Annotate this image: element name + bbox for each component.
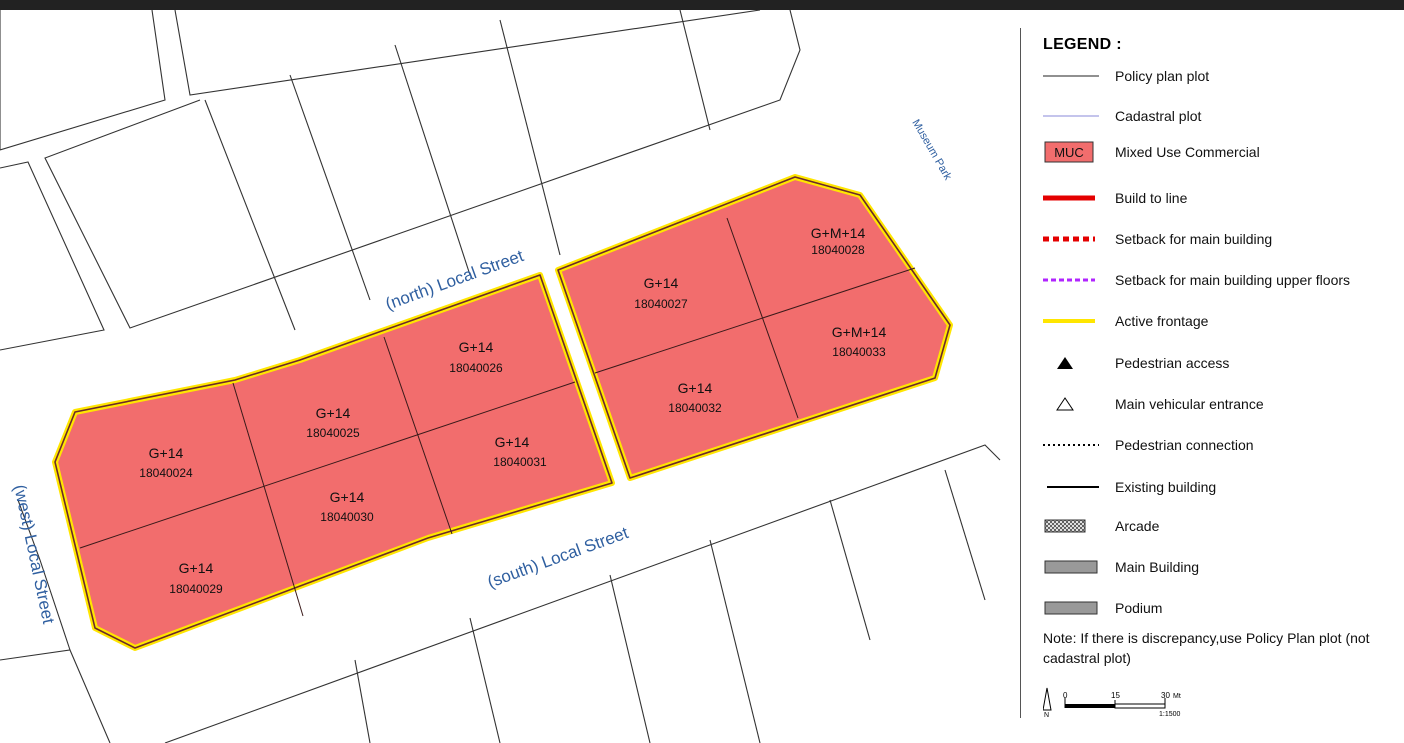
top-border — [0, 0, 1404, 10]
plot-labels: G+14 18040024 G+14 18040025 G+14 1804002… — [139, 225, 886, 596]
legend-item: Pedestrian connection — [1021, 433, 1404, 457]
legend-item-label: Mixed Use Commercial — [1115, 144, 1260, 160]
north-blocks — [0, 10, 801, 351]
yellow-line-icon — [1043, 319, 1095, 323]
scale-tick-label: 30 — [1161, 691, 1170, 700]
outline-triangle-icon — [1056, 397, 1074, 411]
plot-height-label: G+14 — [678, 380, 713, 396]
plot-height-label: G+M+14 — [832, 324, 887, 340]
legend-item-label: Arcade — [1115, 518, 1160, 534]
thin-blue-line-icon — [1043, 115, 1099, 117]
muc-swatch-icon — [1044, 141, 1094, 163]
plot-height-label: G+14 — [330, 489, 365, 505]
east-block-plots — [555, 174, 953, 481]
legend-item: Pedestrian access — [1021, 351, 1404, 375]
north-arrow-icon — [1043, 687, 1052, 711]
legend-item-label: Existing building — [1115, 479, 1217, 495]
legend-item: Build to line — [1021, 186, 1404, 210]
legend-item-label: Main Building — [1115, 559, 1200, 575]
plot-height-label: G+14 — [459, 339, 494, 355]
muc-code-label: MUC — [1054, 145, 1084, 160]
legend-item: Arcade — [1021, 514, 1404, 538]
legend-panel: LEGEND : Policy plan plot Cadastral plot… — [1020, 28, 1404, 718]
legend-item-label: Pedestrian access — [1115, 355, 1230, 371]
site-plan-map: G+14 18040024 G+14 18040025 G+14 1804002… — [0, 10, 1001, 743]
scale-ratio-label: 1:1500 — [1159, 711, 1181, 718]
legend-item-label: Main vehicular entrance — [1115, 396, 1264, 412]
south-blocks — [0, 444, 1001, 743]
plot-height-label: G+14 — [316, 405, 351, 421]
legend-item-label: Build to line — [1115, 190, 1188, 206]
west-street-label: (west) Local Street — [10, 483, 58, 626]
plot-id-label: 18040029 — [169, 582, 223, 596]
legend-title: LEGEND : — [1043, 36, 1122, 53]
plot-height-label: G+14 — [149, 445, 184, 461]
scale-bar: N 0 15 30 Mt 1:1500 — [1043, 687, 1181, 718]
park-label: Museum Park — [909, 118, 954, 183]
north-label: N — [1044, 712, 1049, 718]
plot-id-label: 18040027 — [634, 297, 688, 311]
scale-tick-label: 15 — [1111, 691, 1120, 700]
legend-item: Main Building — [1021, 555, 1404, 579]
legend-item: Setback for main building upper floors — [1021, 268, 1404, 292]
gray-swatch-icon — [1044, 601, 1098, 615]
crosshatch-swatch-icon — [1044, 519, 1086, 533]
legend-item-label: Setback for main building upper floors — [1115, 272, 1351, 288]
legend-item-label: Active frontage — [1115, 313, 1209, 329]
legend-item-label: Pedestrian connection — [1115, 437, 1254, 453]
plot-height-label: G+14 — [644, 275, 679, 291]
legend-note: Note: If there is discrepancy,use Policy… — [1043, 630, 1370, 666]
legend-item: Main vehicular entrance — [1021, 392, 1404, 416]
east-block-outline — [555, 174, 953, 481]
plot-id-label: 18040028 — [811, 243, 865, 257]
plot-id-label: 18040033 — [832, 345, 886, 359]
red-dashed-line-icon — [1043, 236, 1095, 242]
legend-item-label: Policy plan plot — [1115, 68, 1210, 84]
red-line-icon — [1043, 195, 1095, 201]
plot-id-label: 18040025 — [306, 426, 360, 440]
scale-unit-label: Mt — [1173, 693, 1181, 700]
thin-line-icon — [1043, 75, 1099, 77]
plot-height-label: G+14 — [495, 434, 530, 450]
filled-triangle-icon — [1057, 357, 1073, 369]
thick-black-line-icon — [1047, 486, 1099, 488]
west-block-plots — [52, 272, 615, 651]
plot-height-label: G+14 — [179, 560, 214, 576]
legend-item: MUC Mixed Use Commercial — [1021, 140, 1404, 164]
plot-id-label: 18040031 — [493, 455, 547, 469]
legend-item: Setback for main building — [1021, 227, 1404, 251]
plot-id-label: 18040032 — [668, 401, 722, 415]
plot-id-label: 18040026 — [449, 361, 503, 375]
purple-dashed-line-icon — [1043, 278, 1095, 282]
legend-item-label: Setback for main building — [1115, 231, 1273, 247]
scale-tick-label: 0 — [1063, 691, 1068, 700]
dotted-line-icon — [1043, 444, 1099, 446]
legend-item: Active frontage — [1021, 309, 1404, 333]
plot-height-label: G+M+14 — [811, 225, 866, 241]
legend-item: Cadastral plot — [1021, 104, 1404, 128]
gray-swatch-icon — [1044, 560, 1098, 574]
legend-item: Policy plan plot — [1021, 64, 1404, 88]
plot-id-label: 18040030 — [320, 510, 374, 524]
legend-item: Existing building — [1021, 475, 1404, 499]
legend-item-label: Cadastral plot — [1115, 108, 1202, 124]
legend-item: Podium — [1021, 596, 1404, 620]
legend-item-label: Podium — [1115, 600, 1163, 616]
plot-id-label: 18040024 — [139, 466, 193, 480]
